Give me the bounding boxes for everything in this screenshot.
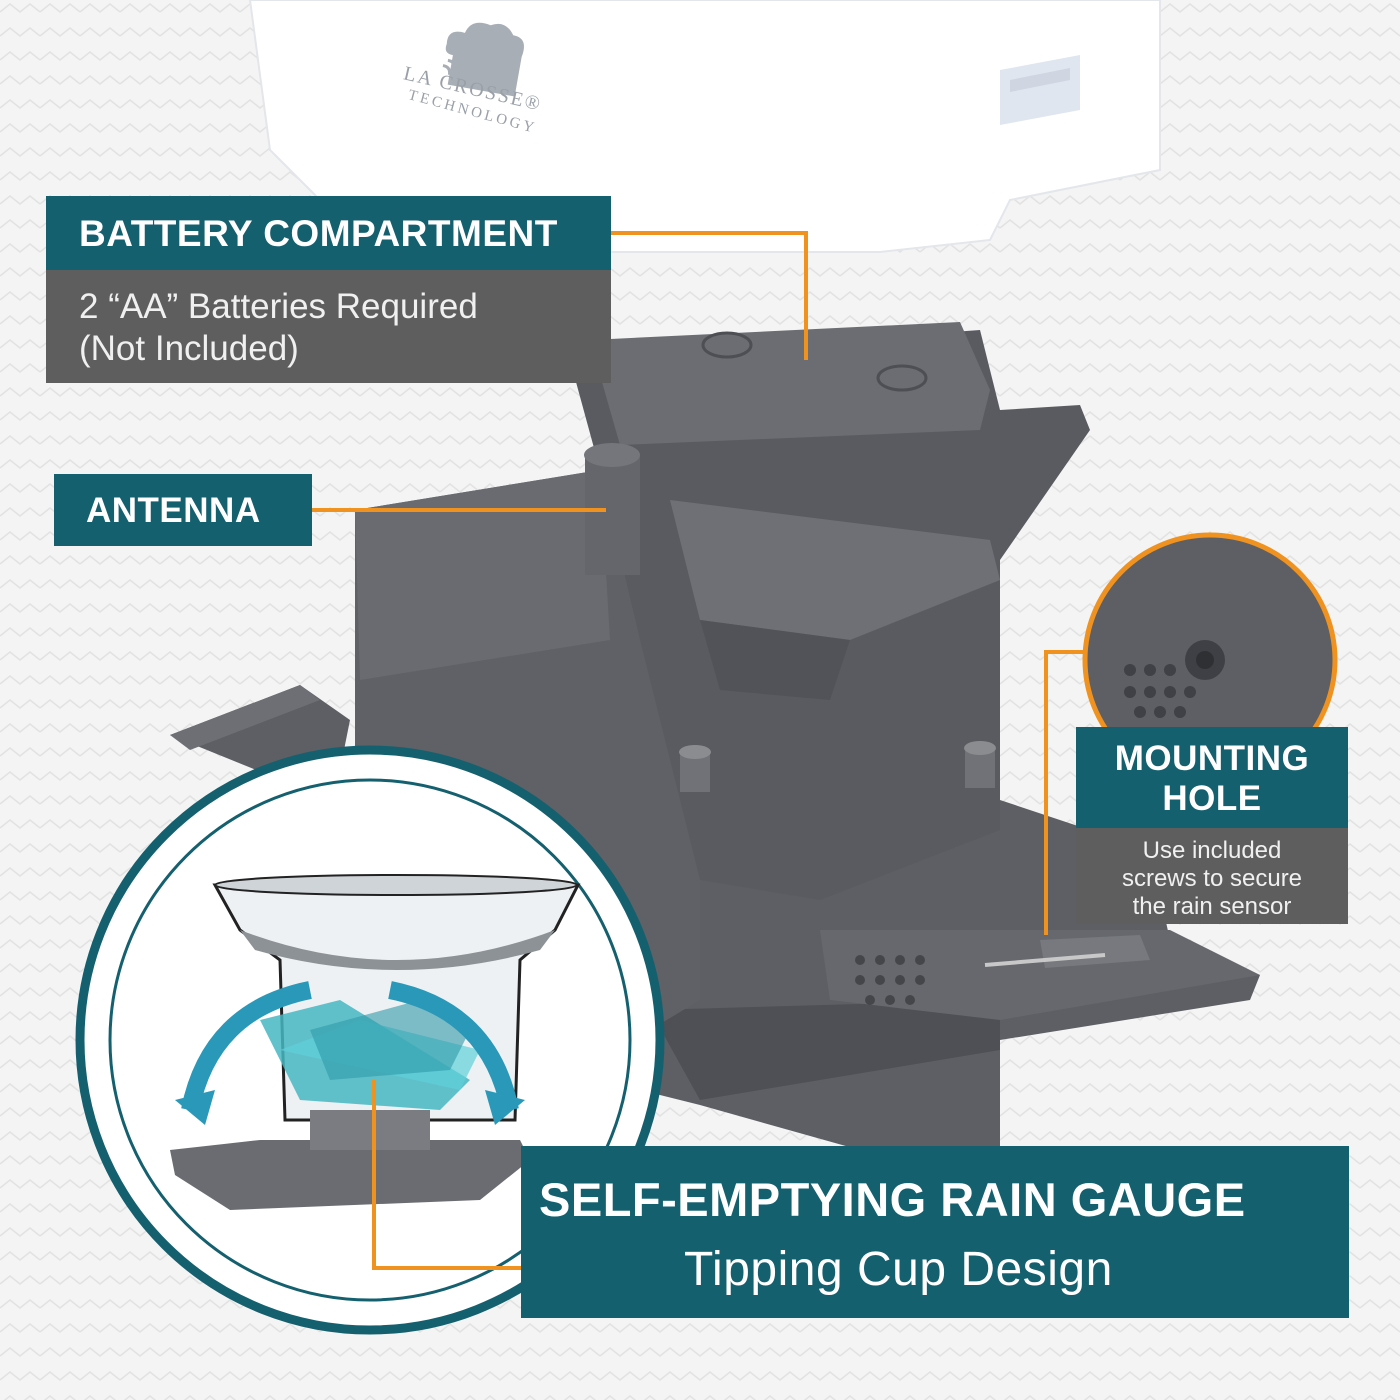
mounting-detail-line1: Use included [1142, 837, 1282, 864]
mounting-hole-detail: Use included screws to secure the rain s… [1076, 828, 1348, 924]
tipping-cup-inset [75, 745, 665, 1335]
antenna-label: ANTENNA [54, 474, 312, 546]
battery-detail-line2: (Not Included) [79, 329, 299, 368]
leader-lines [312, 231, 1086, 1270]
battery-compartment-label: BATTERY COMPARTMENT [46, 196, 611, 270]
battery-detail-line1: 2 “AA” Batteries Required [79, 287, 478, 326]
rain-gauge-subtitle: Tipping Cup Design [684, 1243, 1113, 1296]
battery-compartment-detail: 2 “AA” Batteries Required (Not Included) [46, 270, 611, 383]
mounting-title-line1: MOUNTING [1114, 739, 1310, 778]
mounting-detail-line2: screws to secure [1121, 865, 1303, 892]
rain-gauge-banner: SELF-EMPTYING RAIN GAUGE Tipping Cup Des… [521, 1146, 1349, 1318]
cloud-logo-icon [442, 22, 524, 97]
mounting-detail-line3: the rain sensor [1132, 893, 1292, 920]
mounting-hole-zoom [1082, 532, 1338, 788]
mounting-hole-label: MOUNTING HOLE [1076, 727, 1348, 828]
mounting-title-line2: HOLE [1162, 779, 1262, 818]
rain-gauge-title: SELF-EMPTYING RAIN GAUGE [539, 1173, 1246, 1226]
